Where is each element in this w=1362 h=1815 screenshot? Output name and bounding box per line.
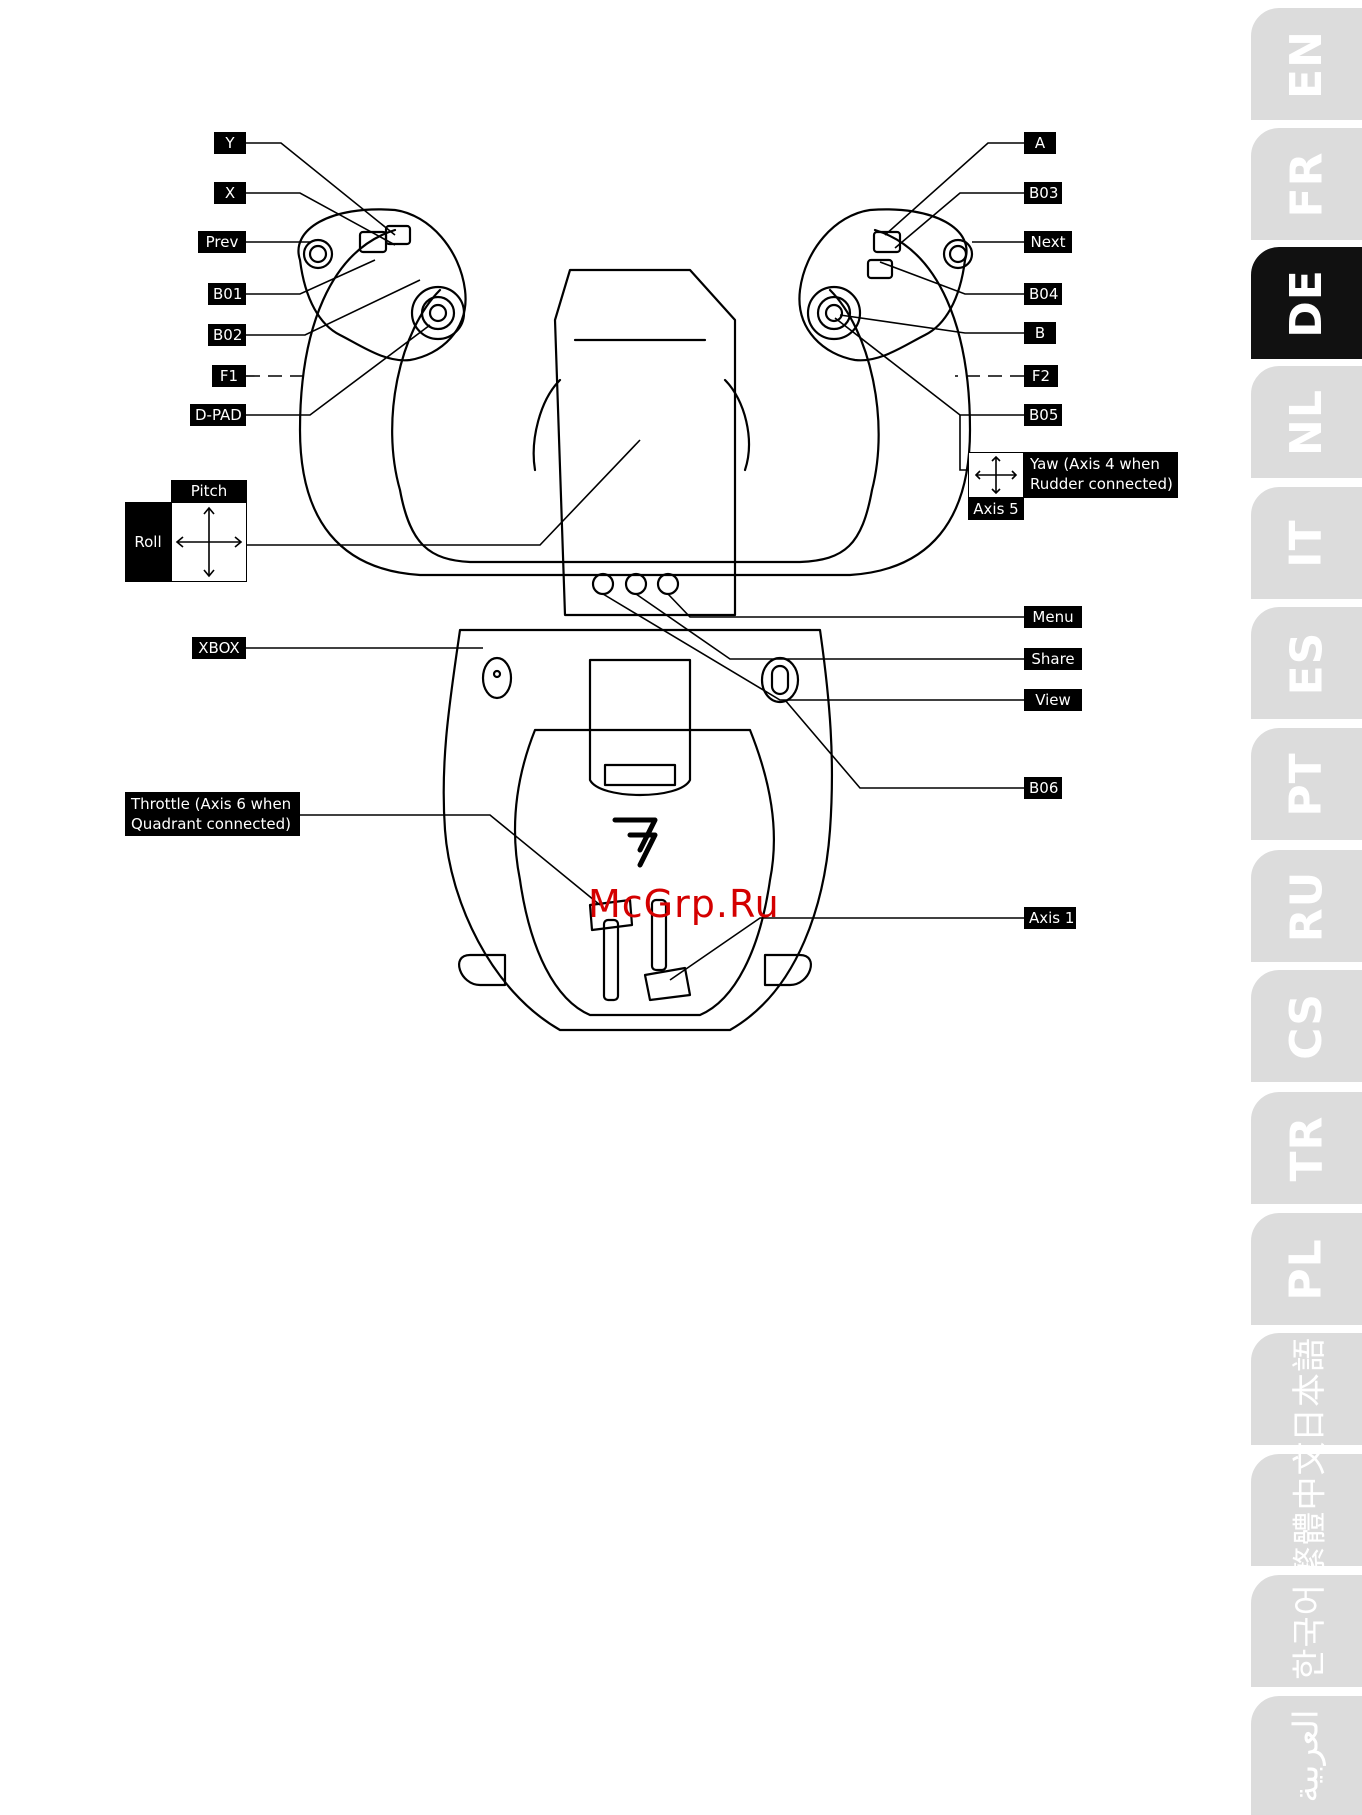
tab-it[interactable]: IT xyxy=(1251,487,1362,599)
label-yaw: Yaw (Axis 4 when Rudder connected) xyxy=(1024,452,1178,498)
label-b03: B03 xyxy=(1024,182,1062,204)
yaw-arrows xyxy=(968,452,1024,498)
yaw-indicator: Yaw (Axis 4 when Rudder connected) Axis … xyxy=(968,452,1178,522)
label-b02: B02 xyxy=(208,324,246,346)
label-a: A xyxy=(1024,132,1056,154)
tab-pl[interactable]: PL xyxy=(1251,1213,1362,1325)
tab-zh-tw[interactable]: 繁體中文 xyxy=(1251,1454,1362,1566)
label-xbox: XBOX xyxy=(192,637,246,659)
pitch-roll-arrows xyxy=(171,502,247,582)
label-axis5: Axis 5 xyxy=(968,498,1024,520)
label-roll: Roll xyxy=(125,502,171,582)
tab-ru[interactable]: RU xyxy=(1251,850,1362,962)
tab-cs[interactable]: CS xyxy=(1251,970,1362,1082)
label-share: Share xyxy=(1024,648,1082,670)
center-column xyxy=(555,270,735,615)
yoke-inner xyxy=(392,290,879,562)
tab-de[interactable]: DE xyxy=(1251,247,1362,359)
pitch-roll-indicator: Pitch Roll xyxy=(125,480,247,582)
tab-ja[interactable]: 日本語 xyxy=(1251,1333,1362,1445)
tab-es[interactable]: ES xyxy=(1251,607,1362,719)
label-b06: B06 xyxy=(1024,777,1062,799)
label-dpad: D-PAD xyxy=(190,404,246,426)
tab-pt[interactable]: PT xyxy=(1251,728,1362,840)
label-prev: Prev xyxy=(198,231,246,253)
label-axis1: Axis 1 xyxy=(1024,907,1076,929)
label-b04: B04 xyxy=(1024,283,1062,305)
watermark: McGrp.Ru xyxy=(588,882,780,926)
label-pitch: Pitch xyxy=(171,480,247,502)
label-x: X xyxy=(214,182,246,204)
label-y: Y xyxy=(214,132,246,154)
tab-nl[interactable]: NL xyxy=(1251,366,1362,478)
label-f1: F1 xyxy=(212,365,246,387)
label-b01: B01 xyxy=(208,283,246,305)
label-throttle: Throttle (Axis 6 when Quadrant connected… xyxy=(125,792,300,836)
label-next: Next xyxy=(1024,231,1072,253)
label-menu: Menu xyxy=(1024,606,1082,628)
tab-tr[interactable]: TR xyxy=(1251,1092,1362,1204)
label-b: B xyxy=(1024,322,1056,344)
yoke-outline xyxy=(300,230,970,575)
label-b05: B05 xyxy=(1024,404,1062,426)
tab-ko[interactable]: 한국어 xyxy=(1251,1575,1362,1687)
tab-en[interactable]: EN xyxy=(1251,8,1362,120)
label-f2: F2 xyxy=(1024,365,1058,387)
tab-ar[interactable]: العربية xyxy=(1251,1696,1362,1815)
label-view: View xyxy=(1024,689,1082,711)
tab-fr[interactable]: FR xyxy=(1251,128,1362,240)
